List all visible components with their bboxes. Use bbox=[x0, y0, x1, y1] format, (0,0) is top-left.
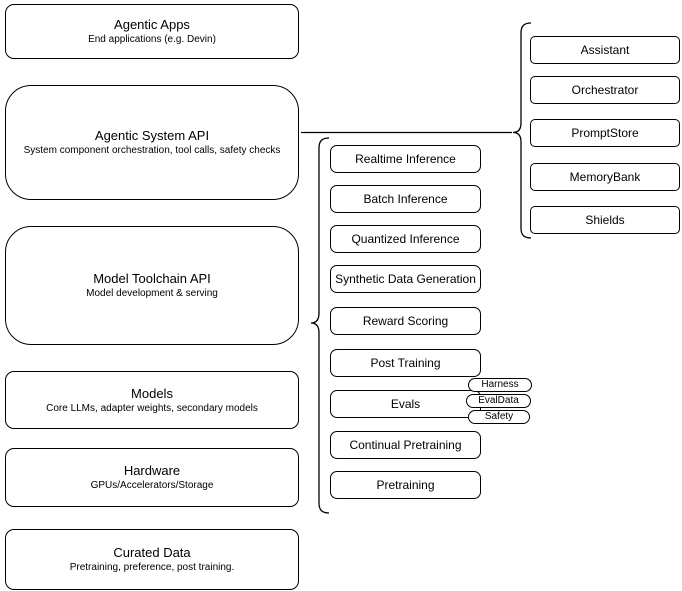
node-label: Evals bbox=[390, 397, 421, 411]
node-label: Continual Pretraining bbox=[349, 438, 462, 452]
node-label: Synthetic Data Generation bbox=[335, 272, 476, 286]
node-models: Models Core LLMs, adapter weights, secon… bbox=[5, 371, 299, 429]
node-assistant: Assistant bbox=[530, 36, 680, 64]
node-label: Assistant bbox=[580, 43, 630, 57]
node-label: Batch Inference bbox=[363, 192, 448, 206]
node-memorybank: MemoryBank bbox=[530, 163, 680, 191]
node-label: Post Training bbox=[370, 356, 441, 370]
brace-toolchain-group bbox=[310, 137, 330, 514]
node-post-training: Post Training bbox=[330, 349, 481, 377]
node-label: PromptStore bbox=[571, 126, 639, 140]
node-label: Realtime Inference bbox=[355, 152, 456, 166]
node-batch-inference: Batch Inference bbox=[330, 185, 481, 213]
node-label: Pretraining bbox=[376, 478, 435, 492]
node-subtitle: Pretraining, preference, post training. bbox=[69, 562, 235, 573]
node-title: Models bbox=[131, 385, 173, 401]
node-title: Hardware bbox=[123, 463, 181, 478]
node-continual-pretraining: Continual Pretraining bbox=[330, 431, 481, 459]
node-subtitle: Core LLMs, adapter weights, secondary mo… bbox=[46, 402, 258, 414]
pill-label: Harness bbox=[481, 379, 519, 390]
pill-label: EvalData bbox=[478, 395, 519, 406]
node-agentic-apps: Agentic Apps End applications (e.g. Devi… bbox=[5, 4, 299, 59]
node-orchestrator: Orchestrator bbox=[530, 76, 680, 104]
pill-evaldata: EvalData bbox=[466, 394, 531, 408]
node-label: Quantized Inference bbox=[351, 232, 460, 246]
node-title: Curated Data bbox=[113, 545, 191, 560]
node-label: Orchestrator bbox=[571, 83, 639, 97]
node-pretraining: Pretraining bbox=[330, 471, 481, 499]
node-realtime-inference: Realtime Inference bbox=[330, 145, 481, 173]
brace-system-components-group bbox=[512, 22, 532, 239]
node-shields: Shields bbox=[530, 206, 680, 234]
node-subtitle: System component orchestration, tool cal… bbox=[23, 145, 281, 156]
node-quantized-inference: Quantized Inference bbox=[330, 225, 481, 253]
node-subtitle: End applications (e.g. Devin) bbox=[88, 34, 216, 45]
pill-safety: Safety bbox=[468, 410, 530, 424]
node-subtitle: Model development & serving bbox=[86, 288, 218, 299]
node-label: Reward Scoring bbox=[362, 314, 449, 328]
node-title: Model Toolchain API bbox=[93, 271, 211, 286]
node-agentic-system-api: Agentic System API System component orch… bbox=[5, 85, 299, 200]
node-label: Shields bbox=[585, 213, 625, 227]
node-promptstore: PromptStore bbox=[530, 119, 680, 147]
pill-label: Safety bbox=[484, 411, 514, 422]
node-label: MemoryBank bbox=[569, 170, 641, 184]
node-reward-scoring: Reward Scoring bbox=[330, 307, 481, 335]
node-model-toolchain-api: Model Toolchain API Model development & … bbox=[5, 226, 299, 345]
node-title: Agentic System API bbox=[94, 128, 210, 143]
node-subtitle: GPUs/Accelerators/Storage bbox=[90, 480, 214, 491]
node-hardware: Hardware GPUs/Accelerators/Storage bbox=[5, 448, 299, 507]
node-title: Agentic Apps bbox=[114, 17, 190, 32]
node-curated-data: Curated Data Pretraining, preference, po… bbox=[5, 529, 299, 590]
node-synthetic-data-generation: Synthetic Data Generation bbox=[330, 265, 481, 293]
pill-harness: Harness bbox=[468, 378, 532, 392]
node-evals: Evals bbox=[330, 390, 481, 418]
